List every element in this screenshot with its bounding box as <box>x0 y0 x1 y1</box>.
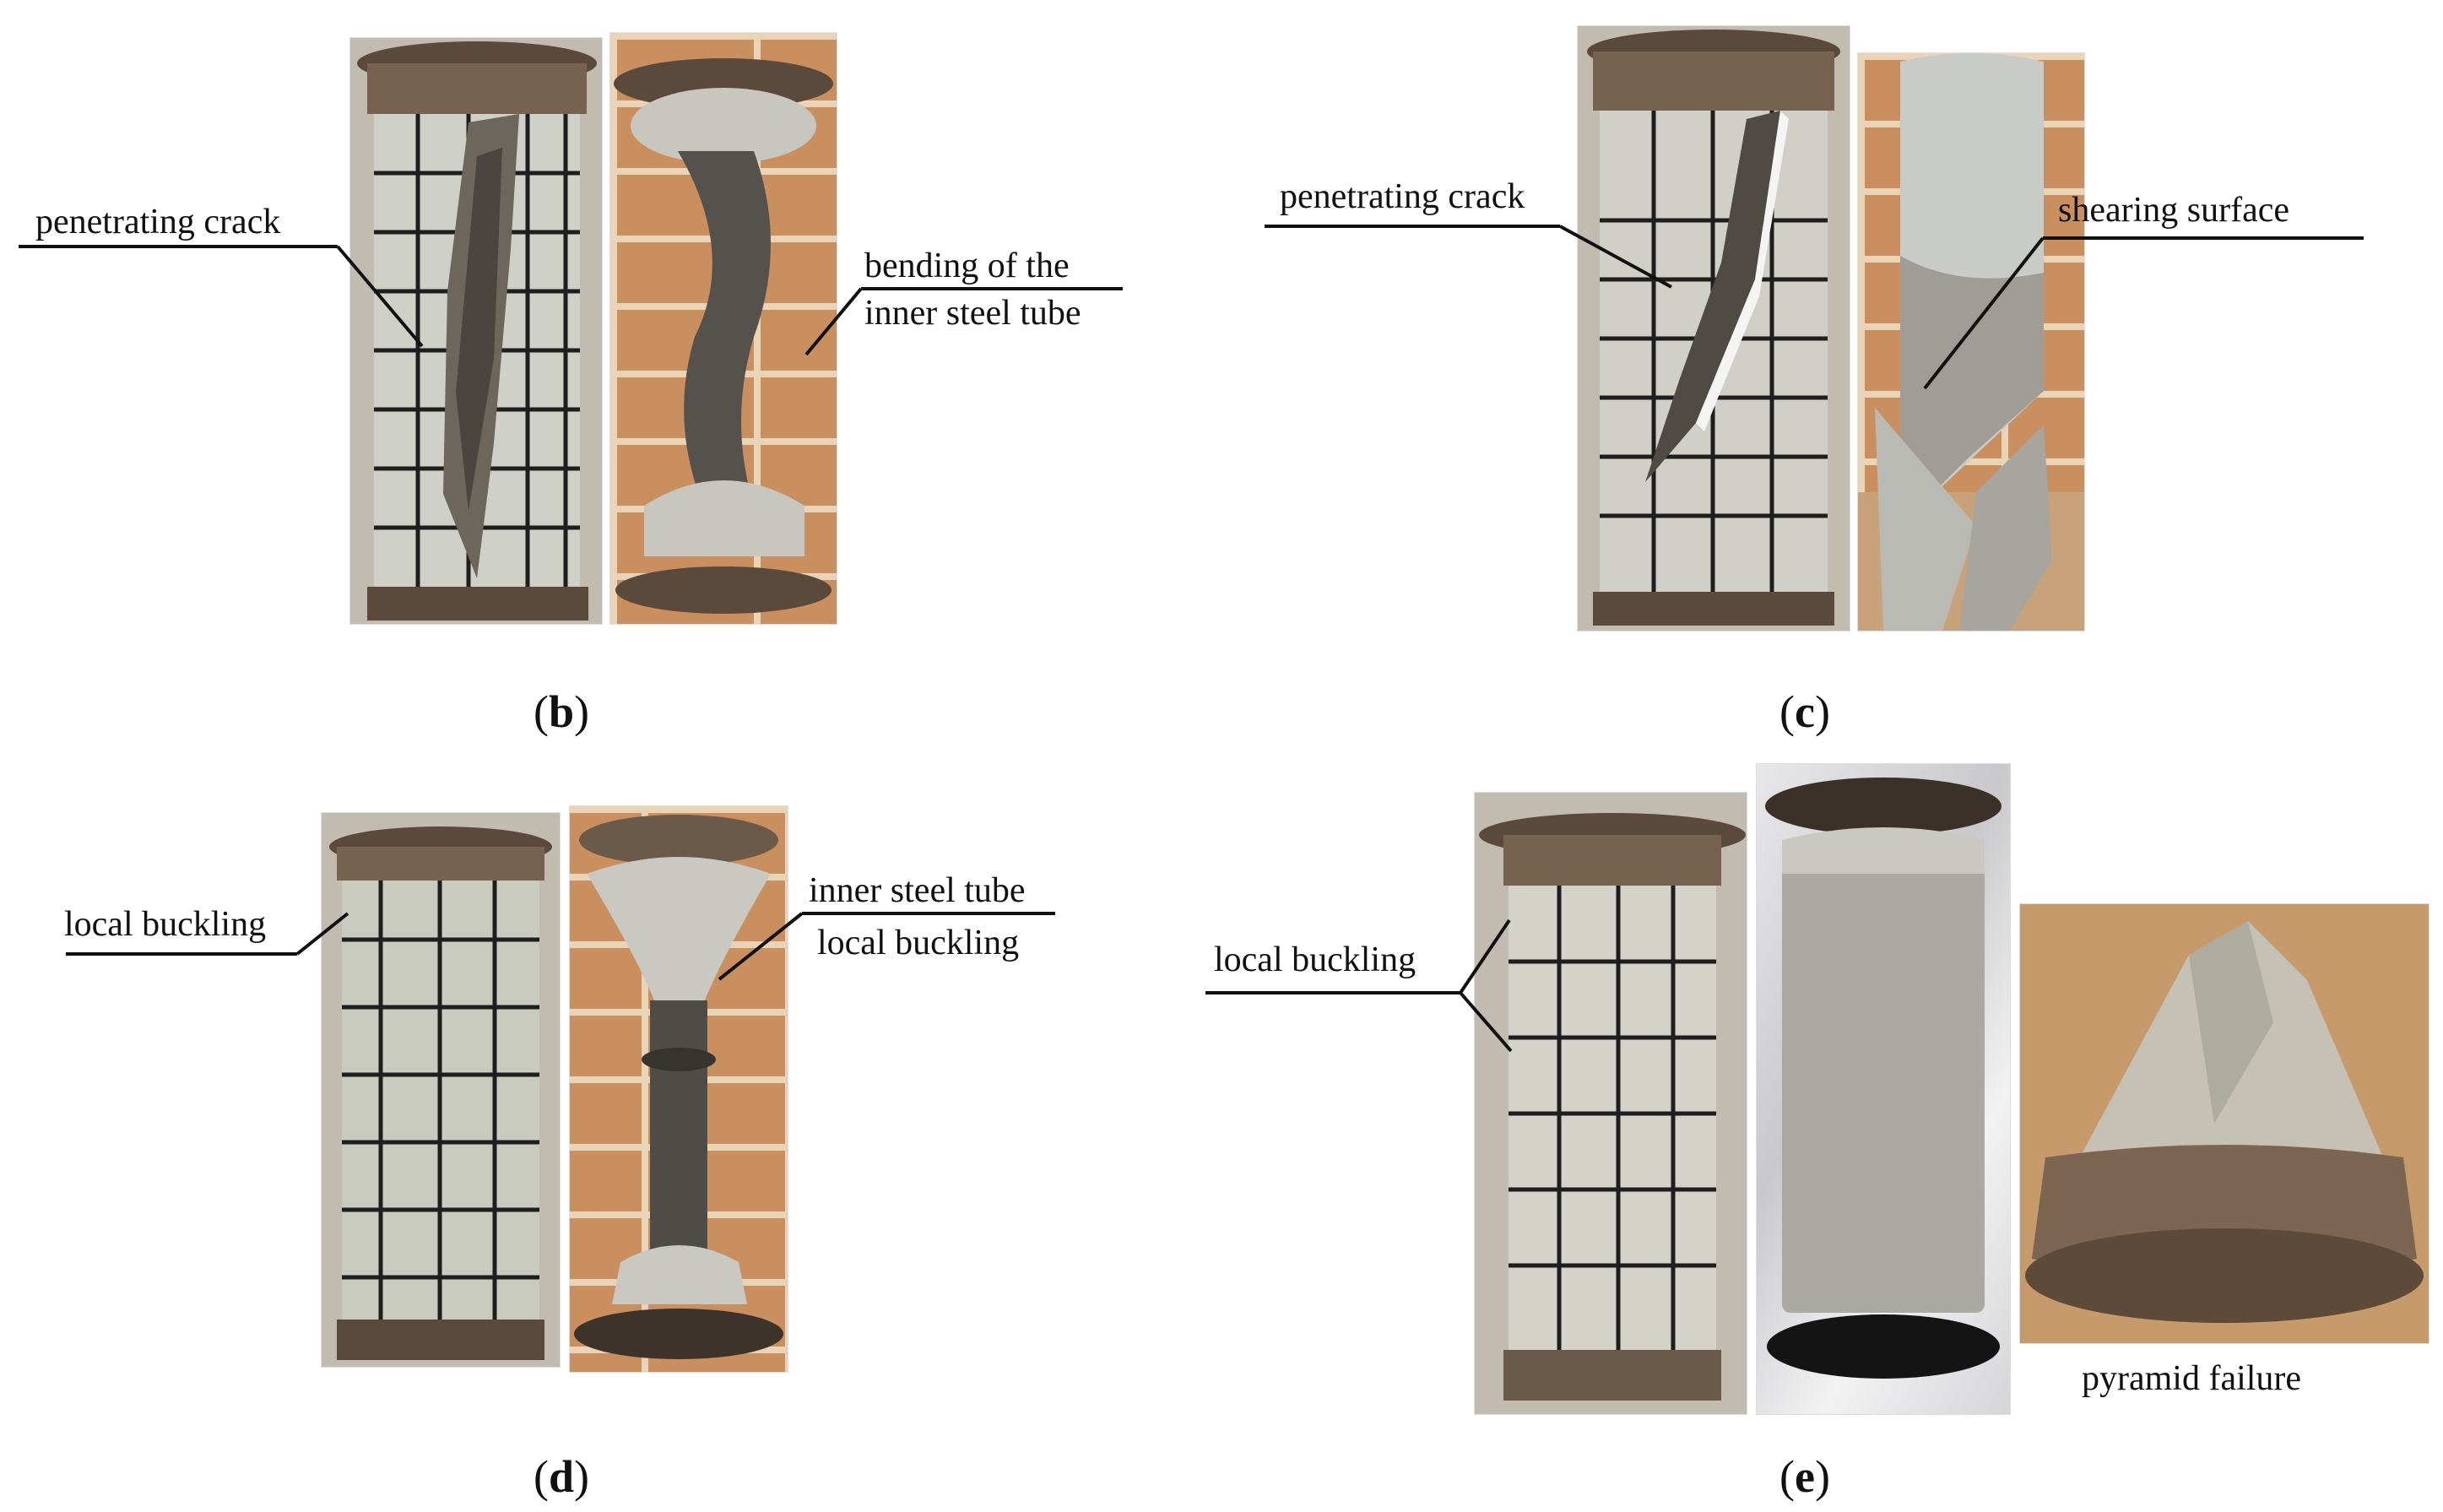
annotation-c-shearing-surface: shearing surface <box>2058 191 2290 230</box>
specimen-d-inner-drawing <box>574 815 783 1359</box>
specimen-c-outer-drawing <box>1578 26 1850 631</box>
caption-e: (e) <box>1779 1454 1830 1499</box>
caption-d-close: ) <box>574 1451 590 1502</box>
specimen-e-pyramid-drawing <box>2020 904 2429 1343</box>
photo-b-inner-tube <box>609 32 837 625</box>
photo-e-outer-specimen <box>1474 792 1747 1415</box>
specimen-c-inner-drawing <box>1858 53 2084 631</box>
photo-e-pyramid <box>2019 903 2429 1344</box>
specimen-b-inner-drawing <box>614 58 833 614</box>
photo-d-outer-specimen <box>321 812 561 1368</box>
caption-d-letter: d <box>548 1451 575 1502</box>
caption-c-letter: c <box>1794 686 1815 737</box>
annotation-e-local-buckling: local buckling <box>1214 940 1417 979</box>
annotation-b-penetrating-crack: penetrating crack <box>35 203 281 241</box>
caption-b-open: ( <box>534 686 549 737</box>
annotation-d-inner-tube-line1: inner steel tube <box>809 871 1026 910</box>
annotation-d-local-buckling: local buckling <box>64 905 267 944</box>
caption-b-letter: b <box>548 686 575 737</box>
annotation-d-inner-tube-line2: local buckling <box>817 924 1020 962</box>
caption-e-open: ( <box>1779 1451 1795 1502</box>
caption-c-open: ( <box>1779 686 1795 737</box>
caption-d-open: ( <box>534 1451 549 1502</box>
specimen-d-outer-drawing <box>322 813 560 1367</box>
specimen-e-outer-drawing <box>1475 793 1747 1414</box>
photo-e-core-column <box>1756 763 2011 1415</box>
annotation-b-bending-line1: bending of the <box>864 247 1070 285</box>
specimen-b-outer-drawing <box>350 38 602 624</box>
annotation-e-pyramid-failure: pyramid failure <box>2082 1359 2302 1398</box>
caption-e-close: ) <box>1814 1451 1830 1502</box>
specimen-e-core-drawing <box>1765 778 2002 1379</box>
photo-d-inner-tube <box>569 805 788 1373</box>
annotation-b-bending-line2: inner steel tube <box>864 294 1081 333</box>
annotation-c-penetrating-crack: penetrating crack <box>1280 177 1525 216</box>
caption-c: (c) <box>1779 689 1830 734</box>
caption-b: (b) <box>534 689 589 734</box>
caption-d: (d) <box>534 1454 589 1499</box>
caption-c-close: ) <box>1814 686 1830 737</box>
caption-e-letter: e <box>1794 1451 1815 1502</box>
photo-b-outer-specimen <box>349 37 603 625</box>
caption-b-close: ) <box>574 686 590 737</box>
photo-c-outer-specimen <box>1577 25 1850 631</box>
photo-c-inner-tube <box>1857 52 2085 631</box>
